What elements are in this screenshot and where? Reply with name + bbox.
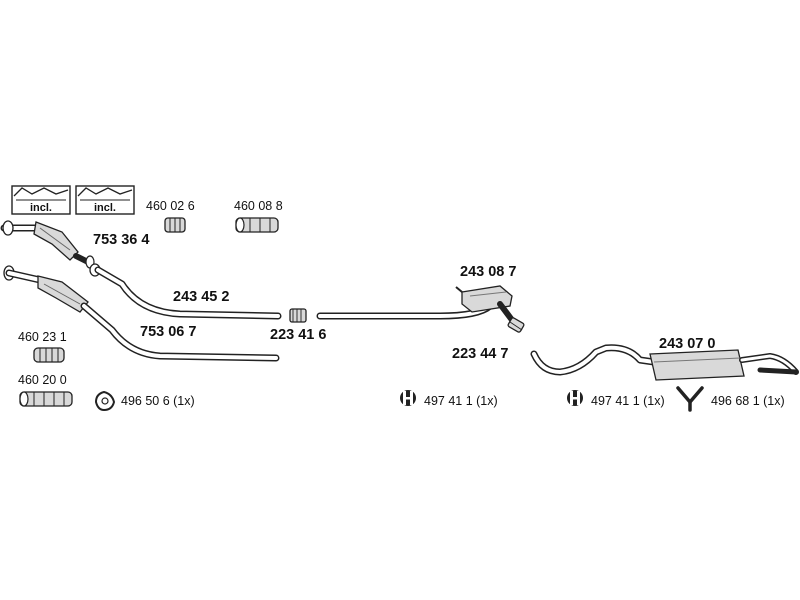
rubber-mount-icon — [567, 390, 583, 406]
label-753-36-4: 753 36 4 — [93, 232, 149, 248]
gasket-460-08-8 — [235, 217, 279, 233]
label-460-23-1: 460 23 1 — [18, 330, 67, 344]
label-223-44-7: 223 44 7 — [452, 346, 508, 362]
included-kit-box-icon: incl. — [75, 185, 135, 215]
sealing-ring-icon — [94, 390, 116, 412]
label-460-02-6: 460 02 6 — [146, 199, 195, 213]
included-kit-box-icon: incl. — [11, 185, 71, 215]
clamp-rear — [507, 317, 525, 333]
incl-label-1: incl. — [30, 202, 52, 214]
gasket-460-02-6 — [164, 217, 186, 233]
label-243-08-7: 243 08 7 — [460, 264, 516, 280]
rubber-mount-icon — [400, 390, 416, 406]
rear-muffler — [649, 349, 799, 381]
middle-pipe — [316, 302, 494, 320]
label-753-06-7: 753 06 7 — [140, 324, 196, 340]
label-243-45-2: 243 45 2 — [173, 289, 229, 305]
catalytic-converter-2 — [3, 265, 280, 362]
label-223-41-6: 223 41 6 — [270, 327, 326, 343]
front-pipe — [89, 263, 282, 320]
gasket-460-23-1 — [33, 347, 65, 363]
rear-pipe — [530, 344, 658, 376]
gasket-460-20-0 — [19, 391, 73, 407]
label-497-41-1-b: 497 41 1 (1x) — [591, 394, 665, 408]
label-496-50-6: 496 50 6 (1x) — [121, 394, 195, 408]
label-243-07-0: 243 07 0 — [659, 336, 715, 352]
label-460-08-8: 460 08 8 — [234, 199, 283, 213]
label-497-41-1-a: 497 41 1 (1x) — [424, 394, 498, 408]
label-496-68-1: 496 68 1 (1x) — [711, 394, 785, 408]
middle-muffler — [455, 285, 515, 323]
label-460-20-0: 460 20 0 — [18, 373, 67, 387]
incl-label-2: incl. — [94, 202, 116, 214]
clamp-mid — [289, 308, 307, 323]
v-hanger-icon — [676, 386, 704, 412]
catalytic-converter-1 — [0, 220, 95, 269]
